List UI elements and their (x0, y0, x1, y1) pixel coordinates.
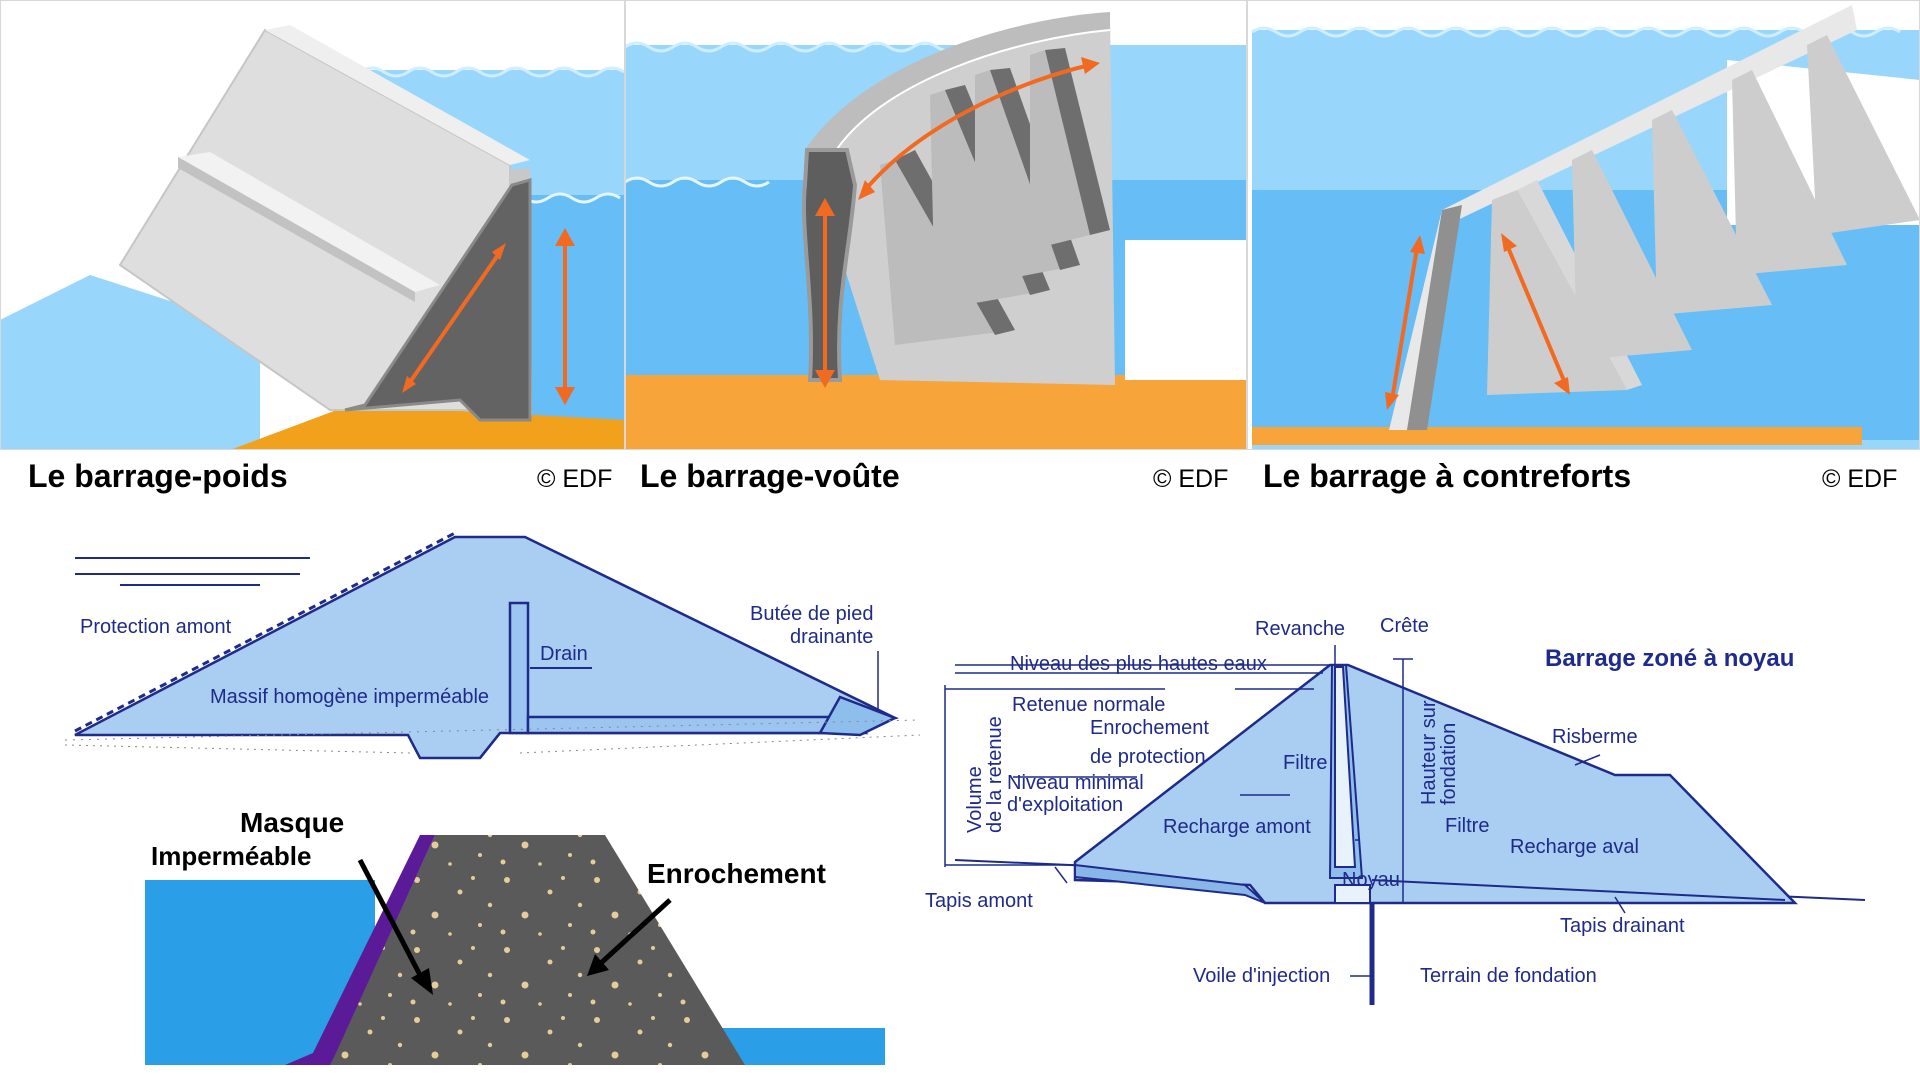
enrochement-label: Enrochement (1090, 717, 1209, 739)
ground (1252, 427, 1862, 445)
buttress-dam-panel (1247, 0, 1920, 450)
butee-label-1: Butée de pied (750, 603, 873, 625)
drainage-blanket (1371, 879, 1786, 901)
arch-dam-illustration (625, 0, 1247, 450)
volume-label-1: Volume (964, 766, 986, 833)
noyau-label: Noyau (1342, 869, 1400, 891)
upstream-blanket (1074, 863, 1266, 904)
revanche-label: Revanche (1255, 618, 1345, 640)
mask-arrow (357, 858, 423, 977)
risberme-label: Risberme (1552, 726, 1638, 748)
arch-dam-caption: Le barrage-voûte (640, 458, 900, 494)
exploitation-label: d'exploitation (1007, 794, 1123, 816)
niveau-minimal-label: Niveau minimal (1007, 772, 1144, 794)
buttress-dam-credit: © EDF (1822, 465, 1898, 493)
hauteur-label-2: fondation (1438, 723, 1460, 805)
volume-label-2: de la retenue (984, 716, 1006, 833)
recharge-amont-label: Recharge amont (1163, 816, 1311, 838)
buttress-dam-caption: Le barrage à contreforts (1263, 458, 1632, 494)
de-protection-label: de protection (1090, 746, 1206, 768)
gravity-dam-panel (0, 0, 625, 450)
arch-dam-panel (625, 0, 1247, 450)
crete-label: Crête (1380, 615, 1429, 637)
upstream-face (1407, 205, 1462, 430)
tapis-amont-label: Tapis amont (925, 890, 1033, 912)
rockfill-body (330, 835, 745, 1065)
horizontal-drain (526, 715, 869, 735)
drain-label: Drain (540, 643, 588, 665)
voile-label: Voile d'injection (1193, 965, 1330, 987)
protection-amont-label: Protection amont (80, 616, 232, 638)
cutoff (1334, 884, 1371, 904)
hauteur-label-1: Hauteur sur (1418, 700, 1440, 805)
impervious-mask (285, 835, 435, 1065)
gravity-dam-illustration (0, 0, 625, 450)
diagonal-force-arrow (406, 250, 502, 387)
dam-cross-section (344, 178, 532, 422)
downstream-water (0, 275, 260, 450)
masque-label-2: Imperméable (151, 841, 311, 871)
upstream-force-arrow (1390, 247, 1419, 401)
buttress-force-arrow (1505, 244, 1567, 384)
niveau-label: Niveau des plus hautes eaux (1010, 653, 1267, 675)
filtre-left-label: Filtre (1283, 752, 1327, 774)
filtre-right-label: Filtre (1445, 815, 1489, 837)
gravity-dam-credit: © EDF (537, 465, 613, 493)
core (1334, 666, 1357, 868)
terrain-label: Terrain de fondation (1420, 965, 1597, 987)
zoned-dam-diagram: Barrage zoné à noyau Revanche Crête Nive… (925, 615, 1866, 1005)
risberme-leader (1574, 754, 1601, 766)
tailwater (715, 1028, 885, 1065)
masque-label-1: Masque (240, 807, 344, 838)
vertical-drain (508, 601, 530, 735)
massif-label: Massif homogène imperméable (210, 686, 489, 708)
homogeneous-dam-diagram: Protection amont Massif homogène impermé… (64, 531, 920, 760)
butee-label-2: drainante (790, 626, 873, 648)
enrochement-label: Enrochement (647, 858, 826, 889)
water-wave (359, 66, 625, 78)
toe-drain (817, 695, 899, 737)
gravity-dam-caption: Le barrage-poids (28, 458, 288, 494)
buttress-5 (1807, 35, 1920, 235)
downstream-bank (1125, 240, 1247, 380)
buttress-dam-illustration (1247, 0, 1920, 450)
ground (625, 375, 1247, 450)
tapis-drainant-label: Tapis drainant (1560, 915, 1685, 937)
arch-cross-section (801, 148, 858, 382)
arch-dam-credit: © EDF (1153, 465, 1229, 493)
rockfill-dam-diagram: Masque Imperméable Enrochement (145, 807, 885, 1065)
retenue-label: Retenue normale (1012, 694, 1165, 716)
enrochement-arrow (599, 898, 672, 965)
arch-force-arrow (863, 63, 1091, 192)
foundation-ground (64, 719, 920, 741)
zoned-title: Barrage zoné à noyau (1545, 645, 1794, 672)
recharge-aval-label: Recharge aval (1510, 836, 1639, 858)
